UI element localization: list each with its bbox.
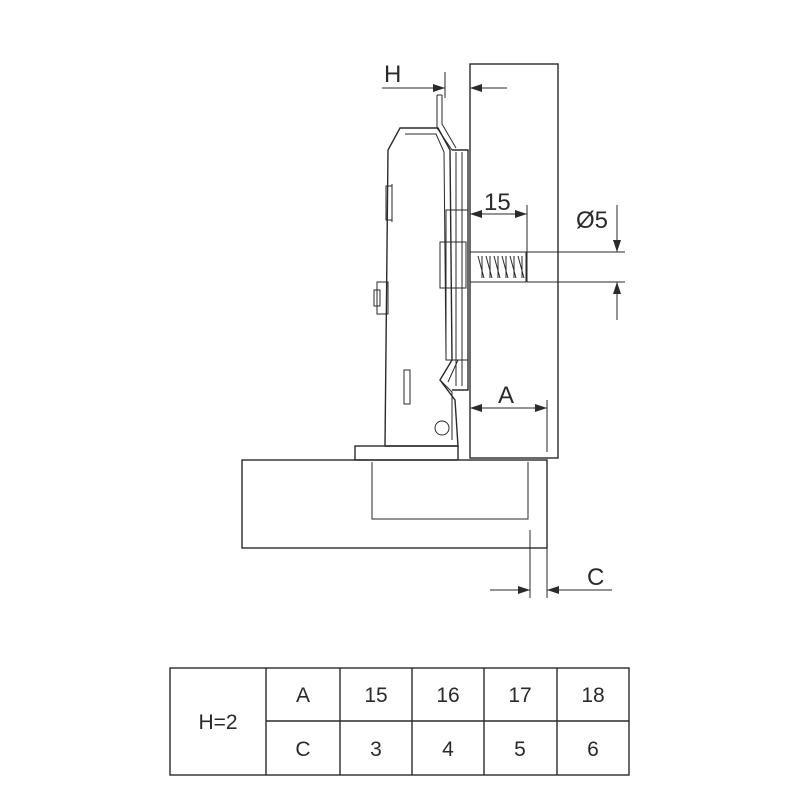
dimension-h — [382, 72, 507, 98]
table-cell-a-1: 15 — [364, 684, 387, 707]
hinge-arm — [373, 127, 459, 447]
table-row-a-key: A — [296, 684, 310, 707]
dimension-screw-length — [470, 205, 528, 282]
label-a: A — [498, 382, 514, 409]
hinge-cup-recess — [371, 462, 529, 520]
table-cell-a-4: 18 — [581, 684, 604, 707]
label-h: H — [384, 61, 401, 88]
dimension-table — [169, 667, 630, 776]
dimension-diameter — [527, 205, 625, 320]
dimension-c — [490, 530, 612, 598]
label-diameter: Ø5 — [576, 207, 608, 234]
table-cell-c-2: 4 — [442, 738, 454, 761]
table-cell-c-4: 6 — [587, 738, 599, 761]
mounting-base-plate — [354, 445, 459, 461]
label-c: C — [587, 564, 604, 591]
table-cell-c-1: 3 — [370, 738, 382, 761]
table-group-label: H=2 — [198, 711, 237, 734]
hinge-cup — [436, 94, 469, 391]
table-cell-a-3: 17 — [508, 684, 531, 707]
fixing-screw — [469, 251, 527, 283]
label-screw-length: 15 — [484, 189, 511, 216]
table-row-c-key: C — [295, 738, 310, 761]
cabinet-side-panel — [241, 459, 548, 549]
dimension-a — [470, 400, 548, 452]
table-cell-a-2: 16 — [436, 684, 459, 707]
table-cell-c-3: 5 — [514, 738, 526, 761]
